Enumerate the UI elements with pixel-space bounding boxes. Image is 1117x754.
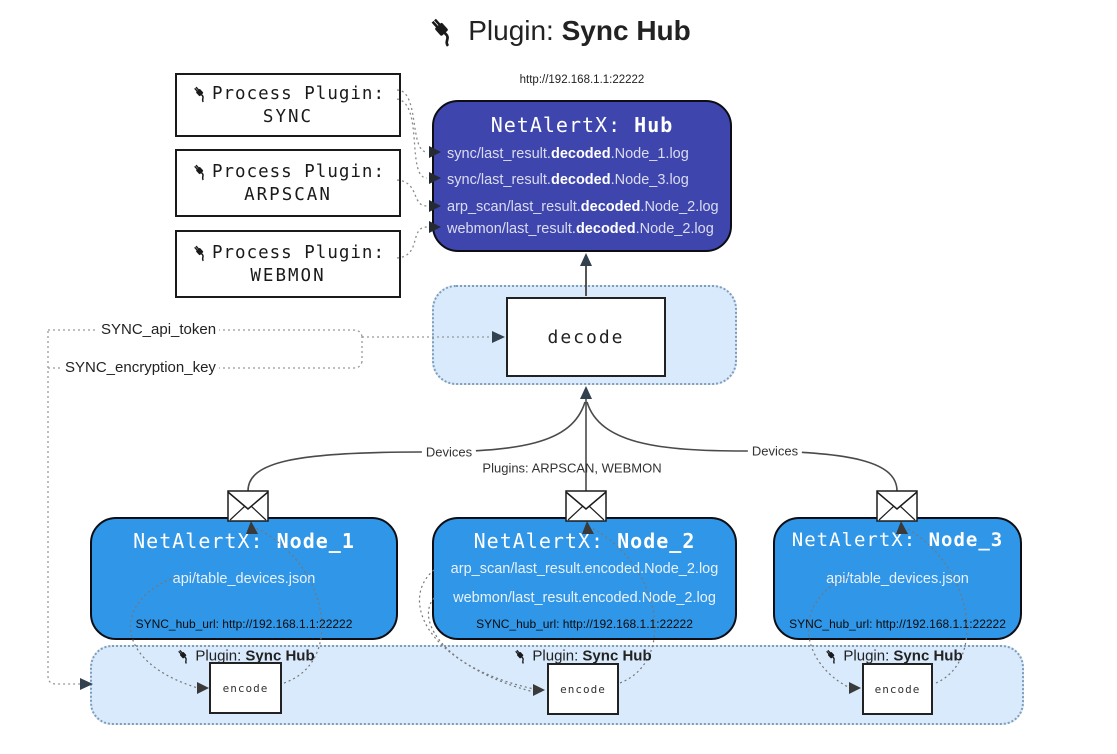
- plug-icon: [191, 243, 210, 262]
- encode-box-2: encode: [547, 663, 619, 715]
- hub-title: NetAlertX: Hub: [490, 113, 674, 137]
- process-plugin-webmon-box: Process Plugin: WEBMON: [175, 230, 401, 298]
- node-hub-url: SYNC_hub_url: http://192.168.1.1:22222: [476, 617, 693, 631]
- edge-label-plugins: Plugins: ARPSCAN, WEBMON: [482, 460, 662, 476]
- plug-icon: [175, 648, 192, 665]
- hub-url-label: http://192.168.1.1:22222: [519, 74, 645, 86]
- hub-log-line: sync/last_result.decoded.Node_1.log: [447, 146, 689, 162]
- node-1-box: NetAlertX: Node_1 api/table_devices.json…: [90, 517, 398, 640]
- hub-log-line: arp_scan/last_result.decoded.Node_2.log: [447, 199, 719, 215]
- hub-log-line: sync/last_result.decoded.Node_3.log: [447, 172, 689, 188]
- node-3-box: NetAlertX: Node_3 api/table_devices.json…: [773, 517, 1022, 640]
- page-title-text: Plugin: Sync Hub: [468, 15, 691, 46]
- sync-encryption-key-label: SYNC_encryption_key: [62, 359, 219, 376]
- plug-icon: [191, 162, 210, 181]
- edge-label-devices-left: Devices: [421, 444, 477, 460]
- sync-api-token-label: SYNC_api_token: [98, 321, 220, 338]
- node-file: api/table_devices.json: [172, 571, 316, 587]
- encode-plugin-label-2: Plugin: Sync Hub: [512, 648, 652, 665]
- hub-box: NetAlertX: Hub sync/last_result.decoded.…: [432, 100, 732, 252]
- encode-box-1: encode: [209, 662, 282, 714]
- process-plugin-name: ARPSCAN: [244, 184, 332, 205]
- process-plugin-label: Process Plugin:: [211, 161, 386, 182]
- node-hub-url: SYNC_hub_url: http://192.168.1.1:22222: [789, 617, 1006, 631]
- node-2-box: NetAlertX: Node_2 arp_scan/last_result.e…: [432, 517, 737, 640]
- node-file: api/table_devices.json: [826, 571, 969, 587]
- node-title: NetAlertX: Node_3: [791, 529, 1004, 551]
- encode-plugin-label-3: Plugin: Sync Hub: [823, 648, 963, 665]
- node-file: webmon/last_result.encoded.Node_2.log: [453, 590, 716, 606]
- process-plugin-name: SYNC: [262, 106, 314, 127]
- plug-icon: [191, 84, 210, 103]
- hub-log-line: webmon/last_result.decoded.Node_2.log: [447, 221, 714, 237]
- node-file: arp_scan/last_result.encoded.Node_2.log: [450, 561, 719, 577]
- node-hub-url: SYNC_hub_url: http://192.168.1.1:22222: [135, 617, 353, 631]
- plug-icon: [426, 14, 460, 48]
- encode-box-3: encode: [862, 663, 933, 715]
- plug-icon: [823, 648, 840, 665]
- node-title: NetAlertX: Node_2: [473, 529, 696, 553]
- process-plugin-sync-box: Process Plugin: SYNC: [175, 73, 401, 137]
- edge-label-devices-right: Devices: [747, 443, 803, 459]
- process-plugin-arpscan-box: Process Plugin: ARPSCAN: [175, 149, 401, 217]
- decode-box: decode: [506, 297, 666, 377]
- process-plugin-name: WEBMON: [250, 265, 326, 286]
- page-title: Plugin: Sync Hub: [0, 14, 1117, 48]
- process-plugin-label: Process Plugin:: [211, 83, 386, 104]
- process-plugin-label: Process Plugin:: [211, 242, 386, 263]
- plug-icon: [512, 648, 529, 665]
- node-title: NetAlertX: Node_1: [133, 529, 355, 553]
- encode-plugin-label-1: Plugin: Sync Hub: [175, 648, 315, 665]
